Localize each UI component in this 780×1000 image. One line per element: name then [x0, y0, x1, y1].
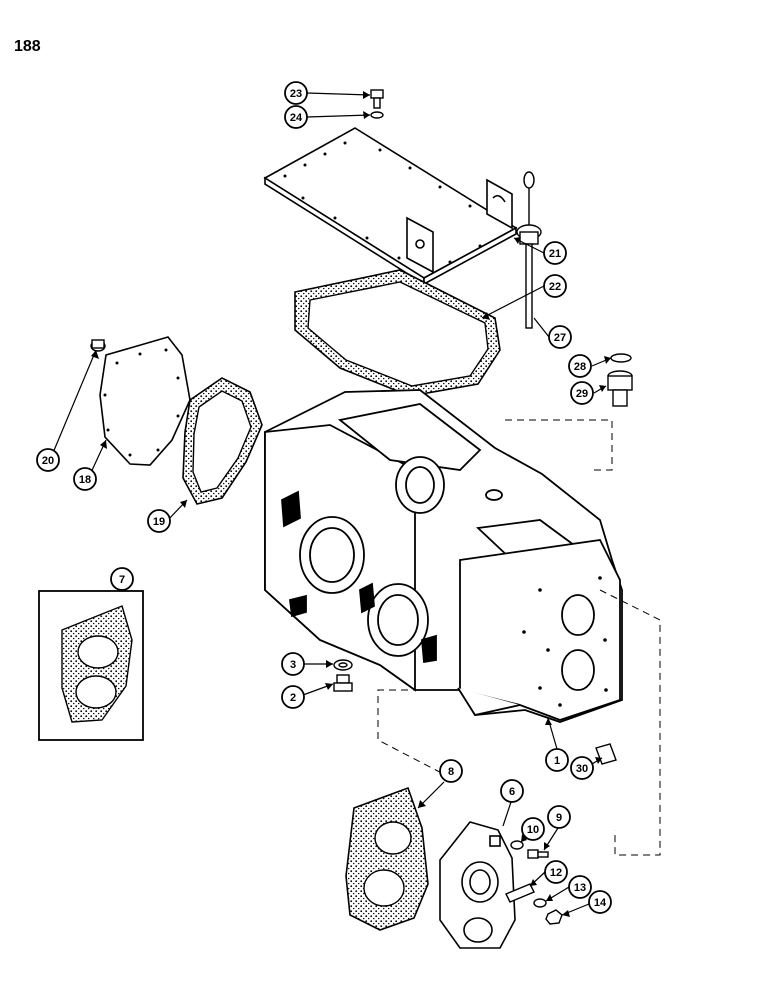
washer-24 [370, 111, 384, 119]
top-cover-plate [263, 127, 518, 286]
svg-text:8: 8 [448, 766, 454, 778]
callout-9: 9 [547, 805, 571, 829]
svg-text:19: 19 [153, 516, 165, 528]
washer-10 [510, 840, 524, 850]
front-gasket-8 [345, 786, 429, 931]
callout-1: 1 [545, 748, 569, 772]
bolt-20 [90, 339, 106, 352]
svg-text:23: 23 [290, 88, 302, 100]
svg-text:20: 20 [42, 455, 54, 467]
svg-text:3: 3 [290, 659, 296, 671]
svg-text:6: 6 [509, 786, 515, 798]
callout-18: 18 [73, 467, 97, 491]
inset-detail-box [38, 590, 144, 741]
callout-22: 22 [543, 274, 567, 298]
callout-23: 23 [284, 81, 308, 105]
washer-13 [533, 898, 547, 908]
callout-14: 14 [588, 890, 612, 914]
callout-29: 29 [570, 381, 594, 405]
callout-6: 6 [500, 779, 524, 803]
svg-text:27: 27 [554, 332, 566, 344]
callout-28: 28 [568, 354, 592, 378]
svg-text:13: 13 [574, 882, 586, 894]
top-gasket [294, 269, 501, 397]
callout-12: 12 [544, 860, 568, 884]
callout-3: 3 [281, 652, 305, 676]
callout-19: 19 [147, 509, 171, 533]
front-cover-6 [439, 821, 516, 949]
assembly-guide-lines [377, 419, 661, 856]
svg-text:18: 18 [79, 474, 91, 486]
svg-text:24: 24 [290, 112, 303, 124]
page-number: 188 [14, 38, 41, 55]
callout-7: 7 [110, 567, 134, 591]
svg-text:1: 1 [554, 755, 560, 767]
callout-13: 13 [568, 875, 592, 899]
svg-text:12: 12 [550, 867, 562, 879]
transmission-housing [264, 389, 623, 723]
svg-text:29: 29 [576, 388, 588, 400]
callout-21: 21 [543, 241, 567, 265]
bolt-23 [370, 89, 384, 109]
adapter-29 [607, 370, 633, 407]
drain-plug-2 [333, 674, 353, 692]
svg-text:9: 9 [556, 812, 562, 824]
nut-14 [545, 909, 563, 925]
callout-8: 8 [439, 759, 463, 783]
svg-text:30: 30 [576, 763, 588, 775]
o-ring-28 [610, 353, 632, 363]
callout-20: 20 [36, 448, 60, 472]
svg-text:2: 2 [290, 692, 296, 704]
callout-10: 10 [521, 817, 545, 841]
leader-arrowheads [91, 91, 611, 917]
svg-text:10: 10 [527, 824, 539, 836]
dipstick-27 [516, 171, 542, 329]
side-gasket-19 [182, 377, 263, 505]
callout-27: 27 [548, 325, 572, 349]
callout-24: 24 [284, 105, 308, 129]
svg-text:21: 21 [549, 248, 561, 260]
svg-text:28: 28 [574, 361, 586, 373]
svg-text:22: 22 [549, 281, 561, 293]
svg-text:7: 7 [119, 574, 125, 586]
washer-3 [333, 659, 353, 671]
stud-12 [505, 883, 535, 903]
bolt-9 [527, 849, 549, 859]
callout-2: 2 [281, 685, 305, 709]
side-cover-18 [99, 336, 191, 466]
svg-text:14: 14 [594, 897, 607, 909]
callout-30: 30 [570, 756, 594, 780]
